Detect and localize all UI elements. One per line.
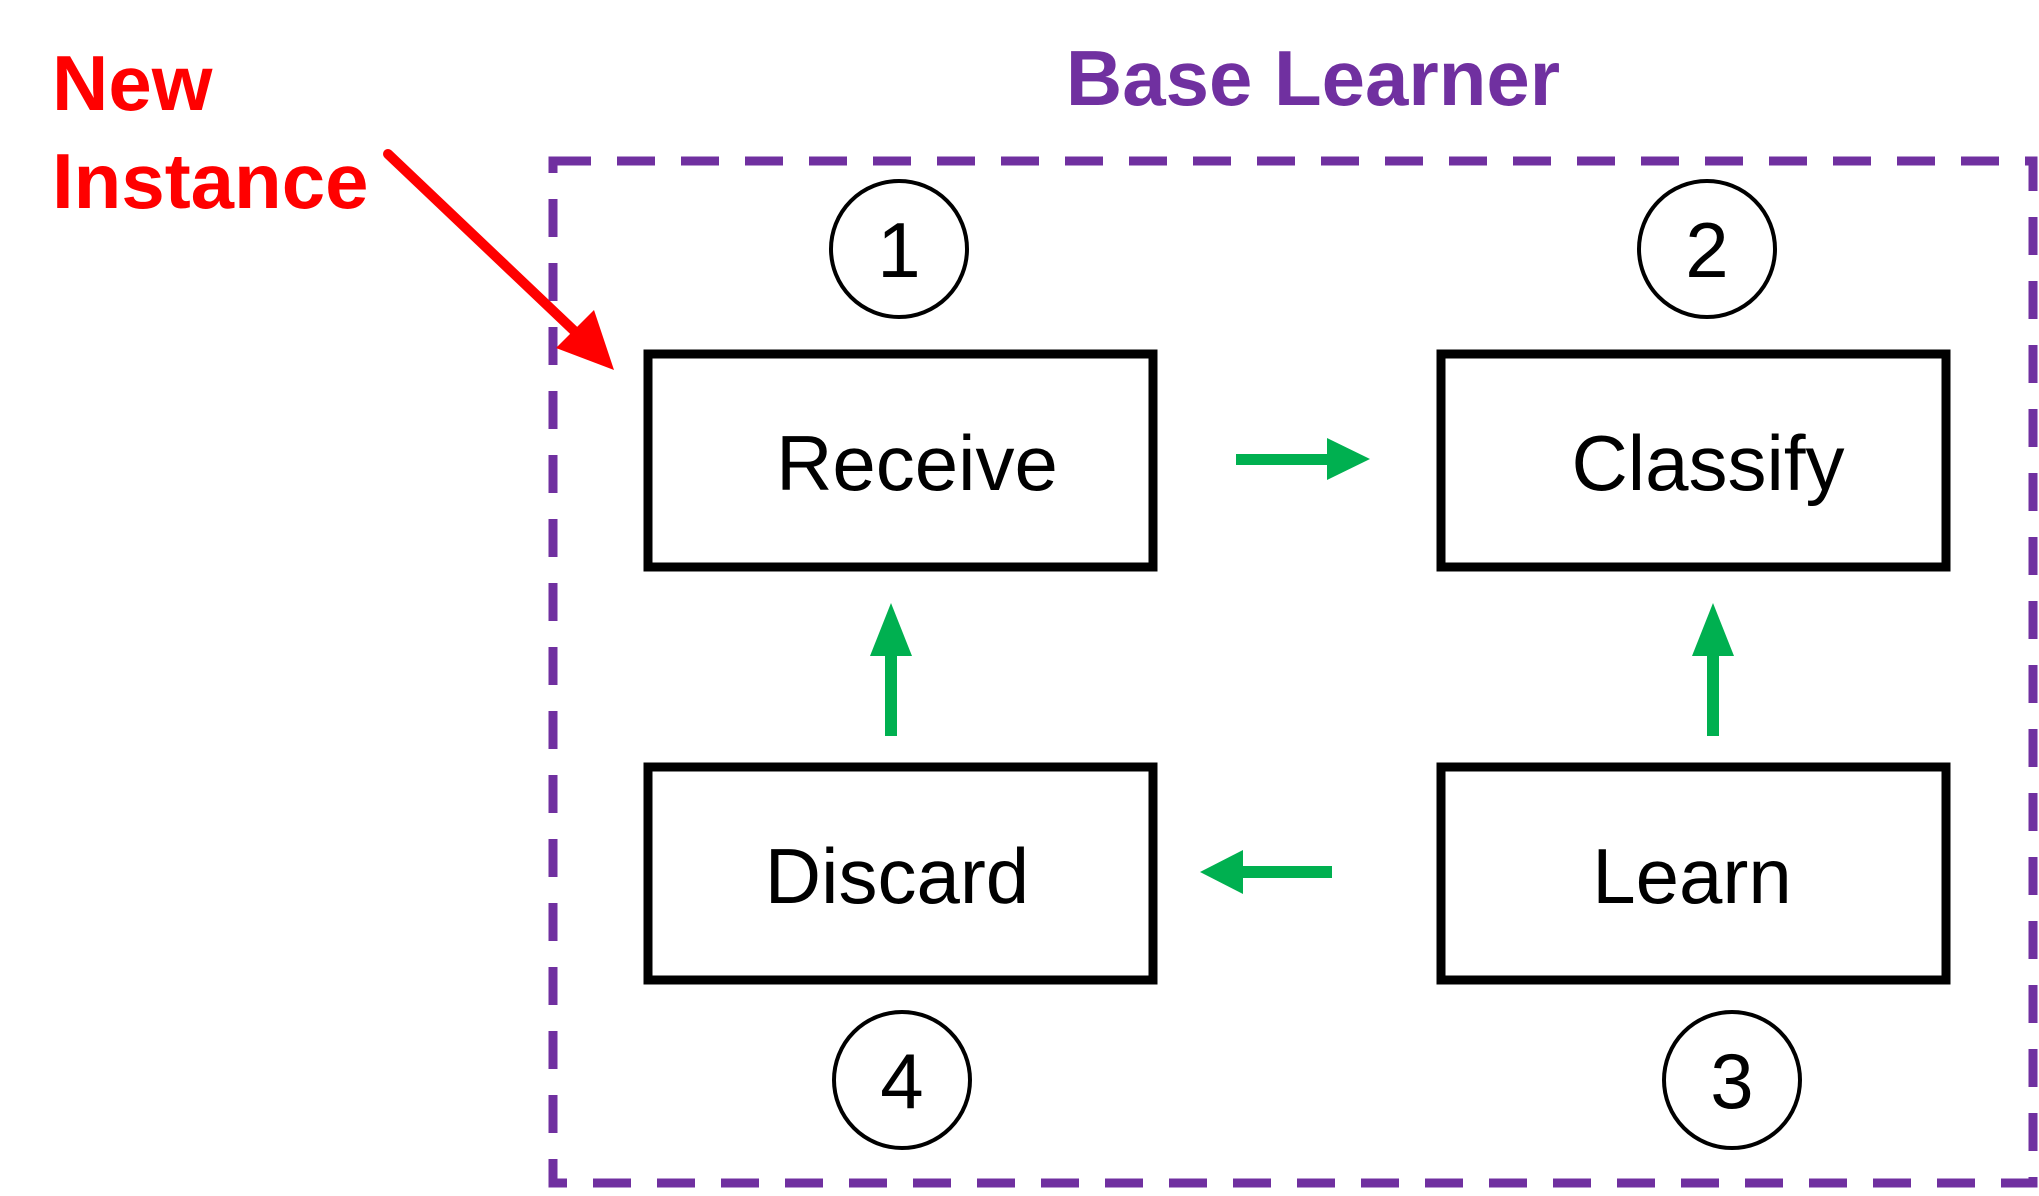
step-number-2-text: 2 [1685,206,1728,294]
step-number-1: 1 [829,179,969,319]
step-receive: Receive [643,349,1158,572]
learn-label: Learn [1592,832,1792,920]
diagram-title: Base Learner [1066,34,1560,122]
arrow-learn-to-classify [1692,603,1734,736]
new-instance-label-line2: Instance [52,137,368,225]
learn-box [1436,762,1951,985]
step-number-3-text: 3 [1710,1037,1753,1125]
classify-box [1436,349,1951,572]
new-instance-label-line1: New [52,39,213,127]
step-discard: Discard [643,762,1158,985]
step-number-3: 3 [1662,1010,1802,1150]
step-number-4: 4 [832,1010,972,1150]
discard-label: Discard [765,832,1029,920]
arrow-discard-to-receive [870,603,912,736]
receive-box [643,349,1158,572]
discard-box [643,762,1158,985]
step-number-4-text: 4 [880,1037,923,1125]
receive-label: Receive [776,419,1058,507]
step-number-2: 2 [1637,179,1777,319]
step-learn: Learn [1436,762,1951,985]
step-number-1-text: 1 [877,206,920,294]
arrow-receive-to-classify [1236,438,1370,480]
new-instance-arrow [383,149,614,370]
step-classify: Classify [1436,349,1951,572]
arrow-learn-to-discard [1200,850,1332,894]
base-learner-container [548,156,2038,1188]
classify-label: Classify [1571,419,1844,507]
